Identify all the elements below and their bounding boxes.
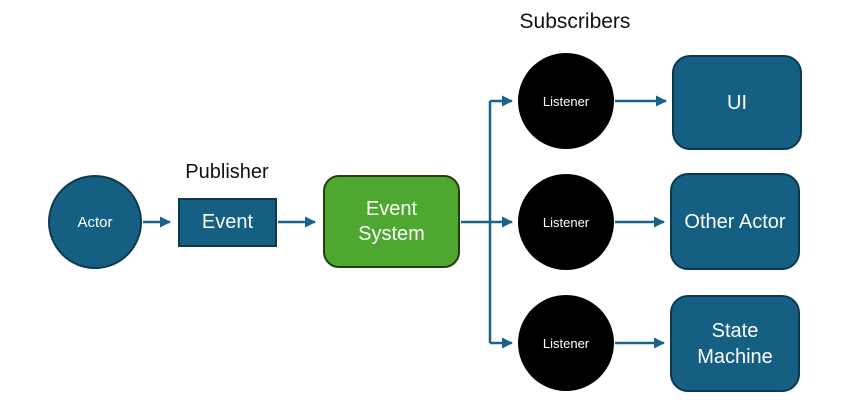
ui-node: UI bbox=[672, 55, 802, 150]
ui-node-label: UI bbox=[727, 91, 747, 114]
event-system-node-label: Event System bbox=[358, 197, 425, 245]
listener-node-1-label: Listener bbox=[542, 93, 590, 109]
listener-node-1: Listener bbox=[518, 53, 614, 149]
listener-node-3-label: Listener bbox=[542, 335, 590, 351]
subscribers-label: Subscribers bbox=[519, 10, 631, 33]
event-node: Event bbox=[178, 198, 277, 247]
other-actor-node: Other Actor bbox=[670, 173, 800, 270]
state-machine-node-label: State Machine bbox=[697, 319, 773, 368]
listener-node-3: Listener bbox=[518, 295, 614, 391]
listener-node-2-label: Listener bbox=[542, 214, 590, 230]
actor-node: Actor bbox=[48, 175, 142, 269]
listener-node-2: Listener bbox=[518, 174, 614, 270]
publisher-label: Publisher bbox=[185, 161, 269, 183]
state-machine-node: State Machine bbox=[670, 295, 800, 392]
actor-node-label: Actor bbox=[77, 213, 113, 231]
other-actor-node-label: Other Actor bbox=[684, 210, 786, 233]
event-system-node: Event System bbox=[323, 175, 460, 268]
event-node-label: Event bbox=[201, 211, 254, 233]
